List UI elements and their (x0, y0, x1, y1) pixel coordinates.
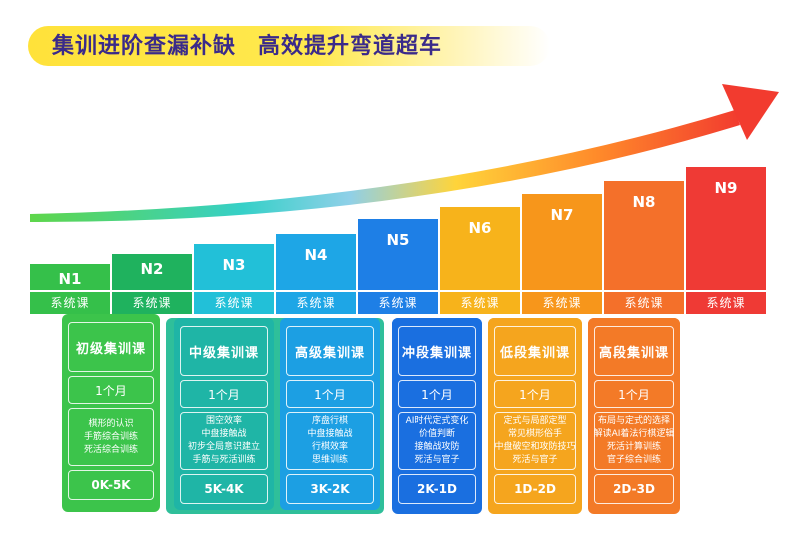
course-card[interactable]: 初级集训课 1个月棋形的认识手筋综合训练死活综合训练 0K-5K (62, 314, 160, 512)
title-banner (28, 26, 550, 66)
course-level-range: 1D-2D (494, 474, 576, 504)
course-card[interactable]: 高级集训课 1个月序盘行棋中盘接触战行棋效率思维训练 3K-2K (280, 318, 380, 510)
course-title: 高段集训课 (594, 326, 674, 376)
course-duration: 1个月 (68, 376, 154, 404)
level-block-n5: N5 (358, 219, 438, 290)
level-label: N7 (550, 206, 574, 224)
system-course-label: 系统课 (604, 292, 684, 314)
course-topic-line: 中盘破空和攻防技巧 (494, 442, 576, 452)
title-left: 集训进阶查漏补缺 (52, 34, 237, 59)
course-title: 冲段集训课 (398, 326, 476, 376)
course-topic-line: 接触战攻防 (414, 442, 460, 452)
course-duration: 1个月 (180, 380, 268, 408)
course-topic-line: 思维训练 (311, 455, 348, 465)
course-topic-line: 常见棋形俗手 (507, 429, 562, 439)
course-topics: 定式与局部定型常见棋形俗手中盘破空和攻防技巧死活与官子 (494, 412, 576, 470)
level-label: N9 (714, 179, 738, 197)
level-label: N2 (140, 260, 164, 278)
course-topics: AI时代定式变化价值判断接触战攻防死活与官子 (398, 412, 476, 470)
system-course-label: 系统课 (686, 292, 766, 314)
course-duration: 1个月 (286, 380, 374, 408)
course-card[interactable]: 高段集训课 1个月布局与定式的选择解读AI着法行棋逻辑死活计算训练官子综合训练 2D… (588, 318, 680, 510)
course-topic-line: 解读AI着法行棋逻辑 (593, 429, 675, 439)
course-title: 初级集训课 (68, 322, 154, 372)
page-title: 集训进阶查漏补缺高效提升弯道超车 (52, 32, 442, 62)
course-duration: 1个月 (398, 380, 476, 408)
course-topics: 布局与定式的选择解读AI着法行棋逻辑死活计算训练官子综合训练 (594, 412, 674, 470)
course-topic-line: 定式与局部定型 (503, 416, 567, 426)
course-topic-line: 围空效率 (205, 416, 242, 426)
level-label: N3 (222, 256, 246, 274)
system-course-label: 系统课 (30, 292, 110, 314)
system-course-label: 系统课 (194, 292, 274, 314)
course-topics: 棋形的认识手筋综合训练死活综合训练 (68, 408, 154, 466)
system-course-label: 系统课 (112, 292, 192, 314)
level-block-n4: N4 (276, 234, 356, 290)
course-topic-line: 死活计算训练 (606, 442, 661, 452)
course-topic-line: 手筋与死活训练 (192, 455, 256, 465)
course-duration: 1个月 (594, 380, 674, 408)
system-course-label: 系统课 (358, 292, 438, 314)
course-topic-line: 初步全局意识建立 (187, 442, 260, 452)
level-label: N6 (468, 219, 492, 237)
course-topic-line: 棋形的认识 (88, 418, 134, 429)
course-title: 低段集训课 (494, 326, 576, 376)
level-block-n6: N6 (440, 207, 520, 290)
level-label: N8 (632, 193, 656, 211)
course-topic-line: 死活综合训练 (83, 444, 138, 455)
course-topic-line: 中盘接触战 (201, 429, 247, 439)
level-block-n9: N9 (686, 167, 766, 290)
course-level-range: 2D-3D (594, 474, 674, 504)
course-level-range: 2K-1D (398, 474, 476, 504)
course-card[interactable]: 中级集训课 1个月围空效率中盘接触战初步全局意识建立手筋与死活训练 5K-4K (174, 318, 274, 510)
system-course-label: 系统课 (440, 292, 520, 314)
level-label: N5 (386, 231, 410, 249)
system-course-label: 系统课 (522, 292, 602, 314)
course-topics: 序盘行棋中盘接触战行棋效率思维训练 (286, 412, 374, 470)
level-block-n7: N7 (522, 194, 602, 290)
course-card[interactable]: 冲段集训课 1个月 AI时代定式变化价值判断接触战攻防死活与官子 2K-1D (392, 318, 482, 510)
course-topic-line: 中盘接触战 (307, 429, 353, 439)
course-topic-line: AI时代定式变化 (405, 416, 469, 426)
course-topic-line: 死活与官子 (414, 455, 460, 465)
course-card[interactable]: 低段集训课 1个月定式与局部定型常见棋形俗手中盘破空和攻防技巧死活与官子 1D-2D (488, 318, 582, 510)
course-topic-line: 布局与定式的选择 (597, 416, 670, 426)
course-topic-line: 序盘行棋 (311, 416, 348, 426)
course-topic-line: 手筋综合训练 (83, 431, 138, 442)
level-label: N4 (304, 246, 328, 264)
course-level-range: 3K-2K (286, 474, 374, 504)
title-right: 高效提升弯道超车 (258, 34, 443, 59)
course-topic-line: 行棋效率 (311, 442, 348, 452)
course-title: 高级集训课 (286, 326, 374, 376)
course-topics: 围空效率中盘接触战初步全局意识建立手筋与死活训练 (180, 412, 268, 470)
level-label: N1 (58, 270, 82, 288)
level-block-n8: N8 (604, 181, 684, 290)
course-topic-line: 死活与官子 (512, 455, 558, 465)
level-block-n3: N3 (194, 244, 274, 290)
course-duration: 1个月 (494, 380, 576, 408)
course-title: 中级集训课 (180, 326, 268, 376)
course-level-range: 5K-4K (180, 474, 268, 504)
course-topic-line: 官子综合训练 (606, 455, 661, 465)
system-course-label: 系统课 (276, 292, 356, 314)
level-block-n2: N2 (112, 254, 192, 290)
course-topic-line: 价值判断 (418, 429, 455, 439)
course-level-range: 0K-5K (68, 470, 154, 500)
level-block-n1: N1 (30, 264, 110, 290)
